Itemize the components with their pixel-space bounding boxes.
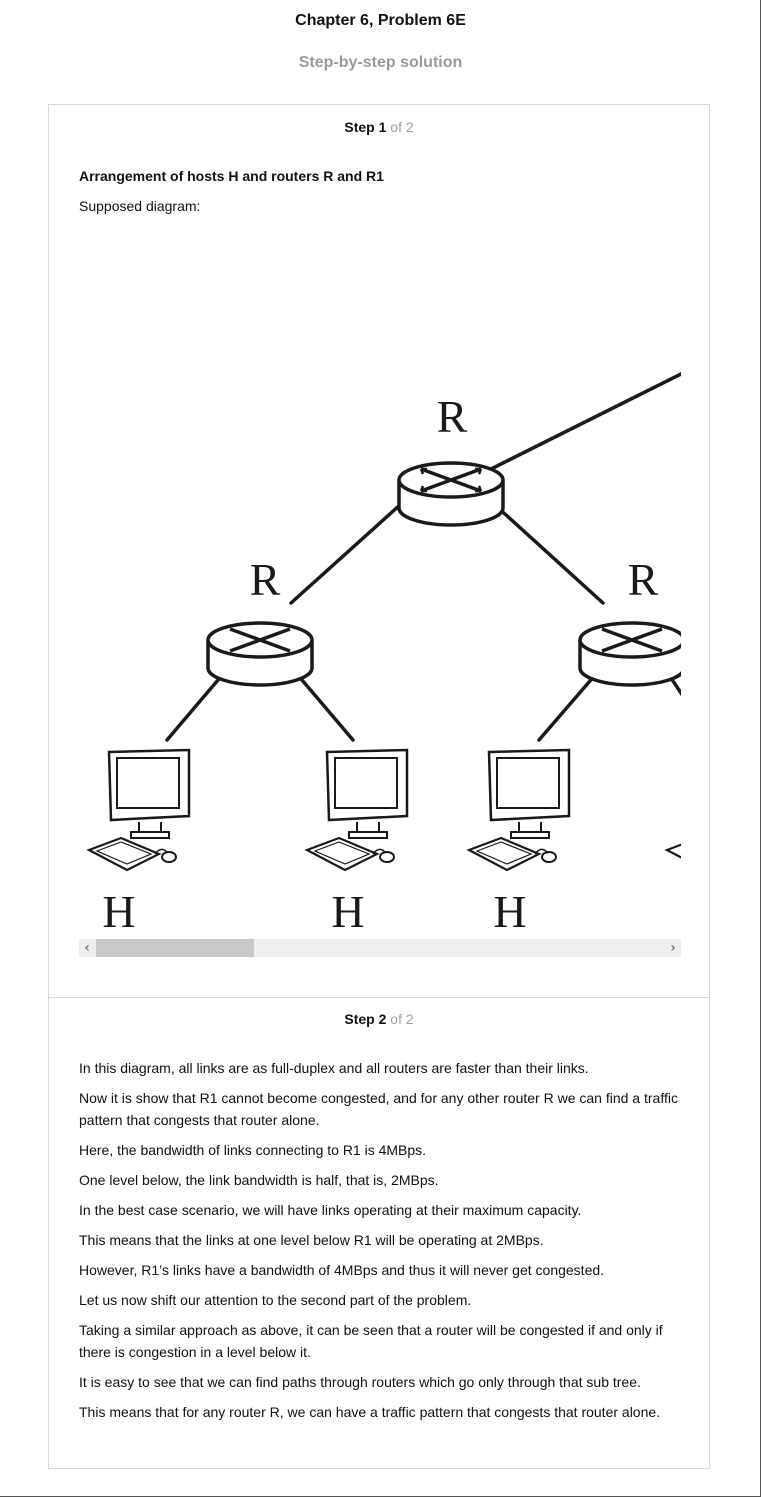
right-router-label: R bbox=[628, 554, 659, 605]
chapter-title: Chapter 6, Problem 6E bbox=[295, 12, 466, 29]
link-top-to-right bbox=[482, 493, 605, 605]
explanation-paragraph: Here, the bandwidth of links connecting … bbox=[79, 1142, 427, 1158]
step-1-of-total: of 2 bbox=[390, 119, 414, 135]
diagram-horizontal-scrollbar[interactable]: ‹ › bbox=[79, 939, 681, 957]
scroll-right-arrow-icon[interactable]: › bbox=[670, 940, 676, 956]
computer-icon bbox=[86, 748, 191, 872]
step-1-label: Step bbox=[344, 119, 375, 135]
scroll-left-arrow-icon[interactable]: ‹ bbox=[84, 940, 90, 956]
step-1-number: 1 bbox=[378, 119, 387, 135]
explanation-paragraph: In the best case scenario, we will have … bbox=[79, 1202, 582, 1218]
computer-icon bbox=[466, 748, 571, 872]
left-router-label: R bbox=[250, 554, 281, 605]
explanation-paragraph: In this diagram, all links are as full-d… bbox=[79, 1060, 589, 1076]
solution-card: Step 1 of 2 Arrangement of hosts H and r… bbox=[48, 104, 710, 1469]
scroll-thumb[interactable] bbox=[96, 939, 254, 957]
step-2-number: 2 bbox=[378, 1011, 387, 1027]
step-divider bbox=[49, 997, 709, 998]
computer-icon bbox=[304, 748, 409, 872]
computer-icon-partial bbox=[664, 843, 681, 859]
host-label-1: H bbox=[102, 886, 135, 935]
host-label-2: H bbox=[331, 886, 364, 935]
router-icon bbox=[206, 621, 314, 687]
diagram-caption: Supposed diagram: bbox=[79, 198, 201, 214]
network-diagram-viewport[interactable]: R R R bbox=[79, 225, 681, 935]
step-2-header: Step 2 of 2 bbox=[49, 1011, 709, 1027]
explanation-paragraph: This means that for any router R, we can… bbox=[79, 1404, 661, 1420]
explanation-paragraph: Taking a similar approach as above, it c… bbox=[79, 1322, 663, 1360]
explanation-paragraph: Now it is show that R1 cannot become con… bbox=[79, 1090, 678, 1128]
explanation-paragraph: It is easy to see that we can find paths… bbox=[79, 1374, 641, 1390]
step-1-header: Step 1 of 2 bbox=[49, 119, 709, 135]
explanation-paragraph: One level below, the link bandwidth is h… bbox=[79, 1172, 439, 1188]
explanation-paragraph: This means that the links at one level b… bbox=[79, 1232, 544, 1248]
step-2-of-total: of 2 bbox=[390, 1011, 414, 1027]
explanation-paragraph: Let us now shift our attention to the se… bbox=[79, 1292, 472, 1308]
link-top-to-offscreen bbox=[469, 372, 681, 481]
router-icon bbox=[397, 461, 505, 527]
step-2-explanation: In this diagram, all links are as full-d… bbox=[79, 1057, 684, 1431]
network-diagram: R R R bbox=[86, 372, 681, 935]
top-router-label: R bbox=[437, 391, 468, 442]
explanation-paragraph: However, R1’s links have a bandwidth of … bbox=[79, 1262, 605, 1278]
solution-subtitle: Step-by-step solution bbox=[298, 54, 463, 71]
link-top-to-left bbox=[289, 493, 413, 605]
host-label-3: H bbox=[493, 886, 526, 935]
step-1-heading: Arrangement of hosts H and routers R and… bbox=[79, 168, 384, 184]
router-icon bbox=[578, 621, 681, 687]
step-2-label: Step bbox=[344, 1011, 375, 1027]
